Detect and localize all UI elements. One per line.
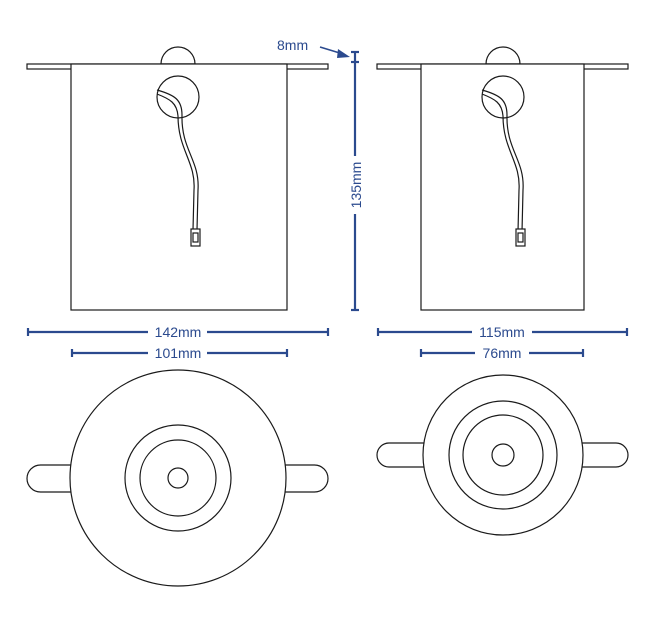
flange-thickness-label: 8mm [277, 37, 308, 53]
cable [481, 89, 524, 233]
small-fitting-side-view [376, 46, 629, 311]
drawing-line [481, 93, 520, 233]
large-fitting-bottom-view [26, 369, 329, 587]
height-label: 135mm [348, 162, 364, 209]
bezel [422, 374, 584, 536]
drawing-line [192, 232, 199, 243]
cutout-label: 101mm [155, 345, 202, 361]
large-width-dimensions: 142mm 101mm [26, 324, 330, 361]
drawing-line [124, 424, 232, 532]
outer-diameter-label: 142mm [155, 324, 202, 340]
drawing-line [156, 93, 195, 231]
cutout-label: 76mm [483, 345, 522, 361]
drawing-line [448, 400, 558, 510]
connector [515, 228, 526, 247]
body [70, 63, 288, 311]
lamp-center [491, 443, 515, 467]
top-dome [485, 46, 521, 65]
large-fitting-side-view [26, 46, 329, 311]
height-dimension: 135mm 8mm [277, 37, 364, 312]
top-dome [160, 46, 196, 65]
cable [156, 89, 199, 231]
connector [190, 228, 201, 247]
drawing-line [462, 414, 544, 496]
drawing-line [517, 232, 524, 243]
small-fitting-bottom-view [376, 374, 629, 536]
drawing-line [139, 439, 217, 517]
small-width-dimensions: 115mm 76mm [376, 324, 629, 361]
lamp-center [167, 467, 189, 489]
arrow-icon [337, 49, 350, 58]
bezel [69, 369, 287, 587]
outer-diameter-label: 115mm [479, 324, 525, 340]
